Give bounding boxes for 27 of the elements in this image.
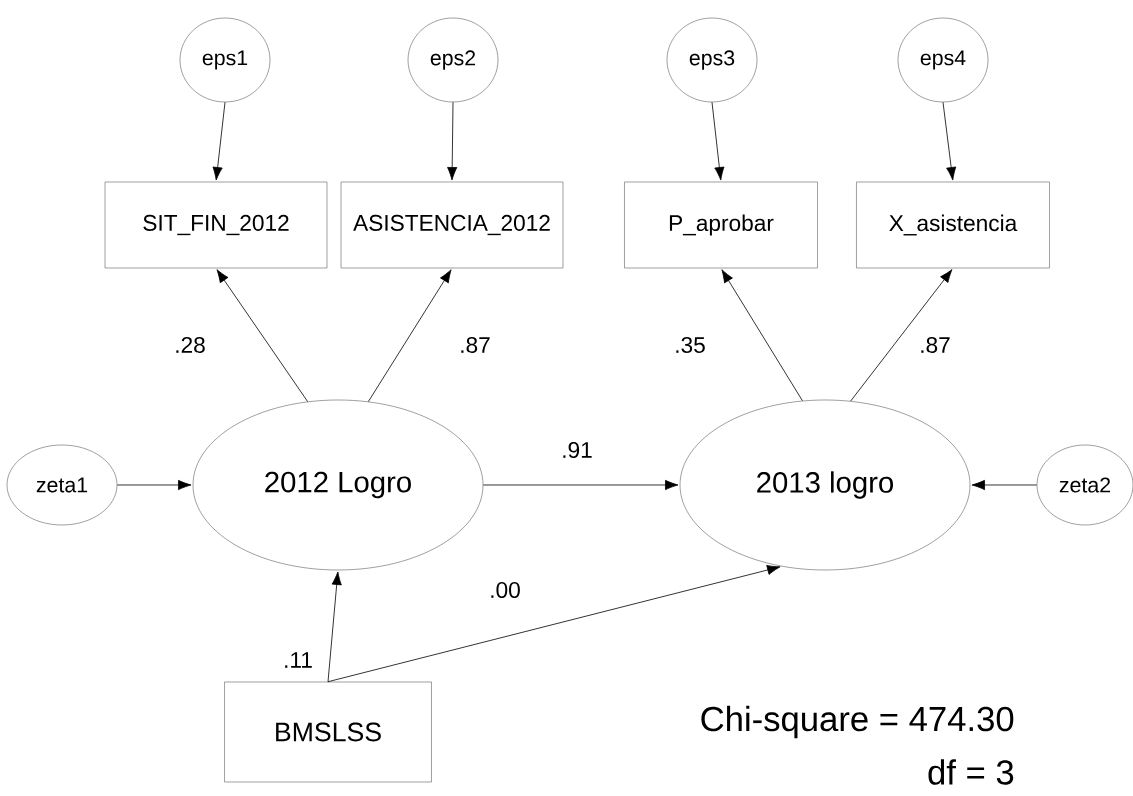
path-coefficient: .00 (491, 581, 520, 599)
variable-box: ASISTENCIA_2012 (340, 181, 564, 269)
arrow (212, 101, 226, 181)
variable-box: SIT_FIN_2012 (104, 181, 328, 269)
arrow (447, 101, 458, 181)
path-coefficient: .28 (176, 336, 205, 354)
variable-box: BMSLSS (224, 681, 432, 783)
arrow (971, 479, 1038, 491)
arrow (850, 269, 953, 402)
fit-statistic: df = 3 (928, 759, 1014, 785)
path-coefficient: .91 (563, 441, 592, 459)
variable-box: X_asistencia (856, 181, 1050, 269)
arrow (711, 101, 725, 181)
arrow (116, 479, 192, 491)
path-coefficient: .11 (285, 652, 312, 668)
arrow (367, 269, 452, 402)
path-coefficient: .35 (676, 336, 705, 354)
arrow (327, 565, 781, 683)
arrow (721, 269, 803, 402)
arrow (482, 479, 679, 491)
fit-statistic: Chi-square = 474.30 (701, 705, 1014, 739)
arrow (327, 571, 342, 683)
path-coefficient: .87 (461, 336, 490, 354)
path-coefficient: .87 (921, 336, 950, 354)
variable-box: P_aprobar (624, 181, 818, 269)
arrow (942, 101, 957, 181)
arrow (216, 269, 309, 402)
